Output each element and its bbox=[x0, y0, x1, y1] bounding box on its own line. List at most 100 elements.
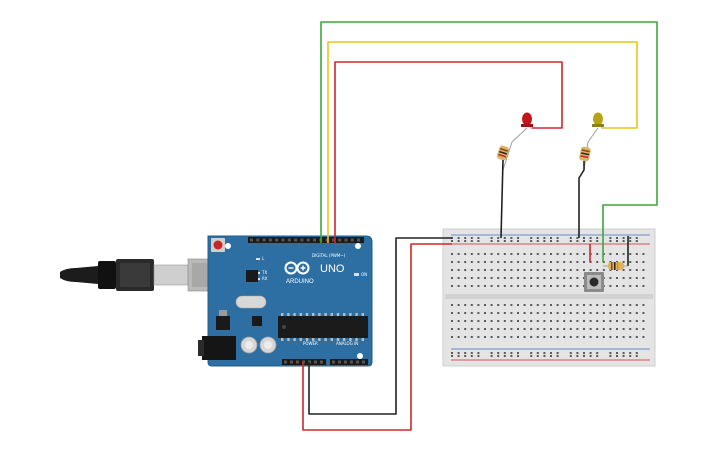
terminal-hole bbox=[635, 320, 638, 322]
terminal-hole bbox=[589, 328, 592, 330]
terminal-hole bbox=[602, 336, 605, 338]
terminal-hole bbox=[569, 269, 572, 271]
terminal-hole bbox=[543, 320, 546, 322]
on-label: ON bbox=[361, 272, 367, 277]
terminal-hole bbox=[497, 269, 500, 271]
rail-hole bbox=[490, 352, 493, 354]
header-pin bbox=[284, 360, 287, 364]
rail-hole bbox=[543, 352, 546, 354]
rail-hole bbox=[589, 352, 592, 354]
terminal-hole bbox=[583, 312, 585, 314]
pushbutton[interactable] bbox=[584, 272, 604, 292]
rail-hole bbox=[503, 237, 506, 239]
chip-pin bbox=[361, 338, 364, 341]
resistor-1[interactable] bbox=[496, 141, 513, 171]
terminal-hole bbox=[583, 336, 585, 338]
breadboard[interactable] bbox=[442, 228, 656, 367]
terminal-hole bbox=[497, 277, 500, 279]
terminal-hole bbox=[490, 269, 493, 271]
terminal-hole bbox=[616, 336, 618, 338]
terminal-hole bbox=[490, 320, 493, 322]
wire-green[interactable] bbox=[320, 21, 658, 262]
terminal-hole bbox=[523, 328, 526, 330]
wire-red[interactable] bbox=[334, 61, 563, 243]
wire-red-5v[interactable] bbox=[302, 243, 452, 431]
led-yellow[interactable] bbox=[587, 112, 604, 143]
terminal-hole bbox=[517, 312, 519, 314]
terminal-hole bbox=[517, 304, 519, 306]
terminal-hole bbox=[596, 312, 599, 314]
header-pin bbox=[256, 238, 260, 242]
terminal-hole bbox=[556, 277, 559, 279]
terminal-hole bbox=[589, 269, 592, 271]
terminal-hole bbox=[642, 261, 645, 263]
led-red[interactable] bbox=[511, 112, 533, 143]
terminal-hole bbox=[576, 269, 579, 271]
resistor-3[interactable] bbox=[603, 262, 628, 270]
terminal-hole bbox=[616, 285, 618, 287]
chip-pin bbox=[318, 338, 321, 341]
terminal-hole bbox=[563, 269, 566, 271]
rx-label: RX bbox=[262, 276, 268, 281]
wire-yellow[interactable] bbox=[327, 41, 638, 243]
terminal-hole bbox=[543, 277, 546, 279]
rail-hole bbox=[477, 240, 480, 242]
terminal-hole bbox=[543, 261, 546, 263]
rail-hole bbox=[536, 237, 539, 239]
rail-hole bbox=[457, 355, 460, 357]
header-pin bbox=[313, 238, 316, 242]
usb-cable[interactable] bbox=[60, 258, 225, 292]
header-pin bbox=[262, 238, 266, 242]
terminal-hole bbox=[629, 320, 632, 322]
rail-hole bbox=[536, 352, 539, 354]
terminal-hole bbox=[629, 285, 632, 287]
terminal-hole bbox=[642, 320, 645, 322]
rail-hole bbox=[616, 352, 618, 354]
terminal-hole bbox=[609, 261, 612, 263]
resistor-2[interactable] bbox=[579, 141, 592, 171]
terminal-hole bbox=[510, 277, 513, 279]
terminal-hole bbox=[550, 261, 552, 263]
digital-pins bbox=[250, 238, 361, 242]
terminal-hole bbox=[616, 253, 618, 255]
rail-hole bbox=[543, 240, 546, 242]
terminal-hole bbox=[470, 253, 473, 255]
rail-hole bbox=[550, 352, 552, 354]
analog-label: ANALOG IN bbox=[336, 341, 358, 346]
terminal-hole bbox=[497, 320, 500, 322]
mount-hole bbox=[357, 353, 363, 359]
terminal-hole bbox=[583, 320, 585, 322]
rail-hole bbox=[497, 355, 500, 357]
terminal-hole bbox=[629, 304, 632, 306]
wire-led-yellow-gnd[interactable] bbox=[578, 161, 585, 238]
reset-button[interactable] bbox=[213, 240, 223, 250]
terminal-hole bbox=[622, 277, 625, 279]
terminal-hole bbox=[530, 328, 533, 330]
terminal-hole bbox=[517, 261, 519, 263]
rail-hole bbox=[530, 237, 533, 239]
header-pin bbox=[306, 238, 310, 242]
terminal-hole bbox=[596, 253, 599, 255]
arduino-uno[interactable]: DIGITAL (PWM~) L TX RX ON ARDUINO UNO bbox=[198, 235, 373, 367]
terminal-hole bbox=[569, 261, 572, 263]
dc-jack bbox=[202, 336, 236, 360]
wire-led-red-gnd[interactable] bbox=[500, 159, 504, 239]
rail-hole bbox=[622, 355, 625, 357]
terminal-hole bbox=[576, 328, 579, 330]
terminal-hole bbox=[490, 285, 493, 287]
wire-black-gnd[interactable] bbox=[308, 237, 452, 415]
terminal-hole bbox=[609, 285, 612, 287]
terminal-hole bbox=[556, 320, 559, 322]
terminal-hole bbox=[563, 277, 566, 279]
terminal-hole bbox=[609, 304, 612, 306]
rail-hole bbox=[569, 237, 572, 239]
terminal-hole bbox=[503, 277, 506, 279]
terminal-hole bbox=[563, 253, 566, 255]
rail-hole bbox=[576, 240, 579, 242]
terminal-hole bbox=[470, 320, 473, 322]
chip-pin bbox=[336, 338, 340, 341]
terminal-hole bbox=[569, 320, 572, 322]
terminal-hole bbox=[622, 328, 625, 330]
terminal-hole bbox=[556, 253, 559, 255]
rail-hole bbox=[470, 237, 473, 239]
